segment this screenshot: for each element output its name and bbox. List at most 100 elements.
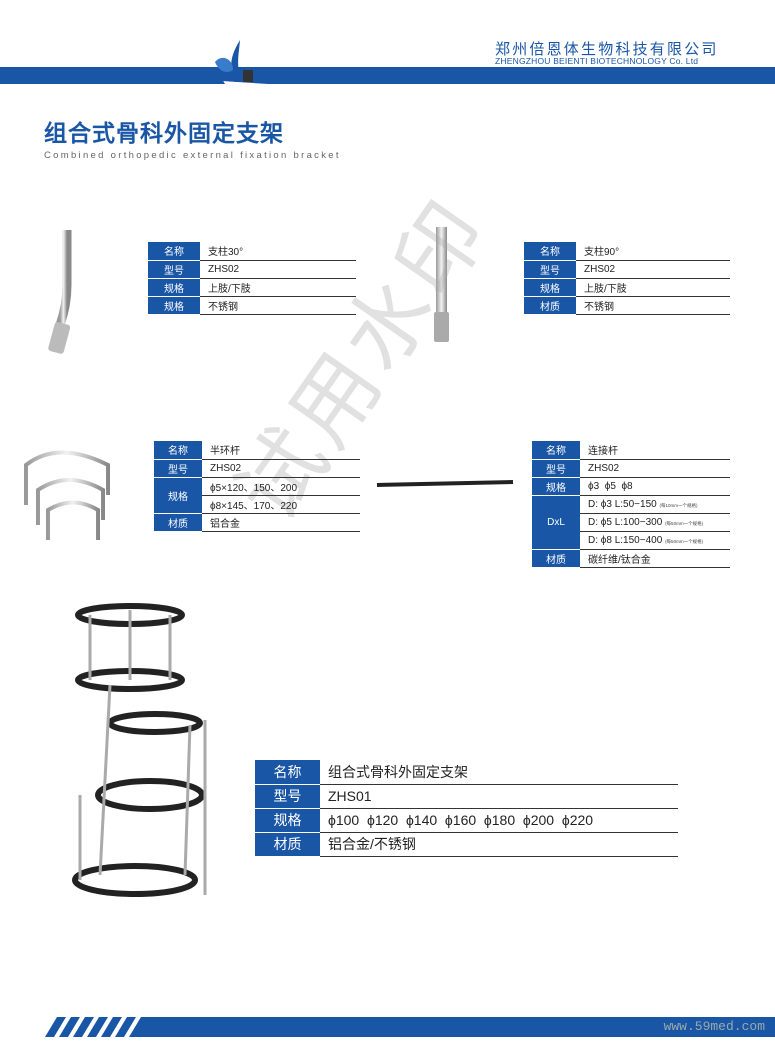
spec-note: (每50mm一个规格) [665,538,704,544]
spec-value-text: D: ϕ5 L:100−300 [588,516,663,528]
spec-value: 铝合金/不锈钢 [320,832,678,857]
product-image-post-30 [48,230,72,354]
spec-value: 铝合金 [202,513,360,532]
footer-band [132,1017,775,1037]
spec-value-text: 铝合金 [210,518,240,530]
product-image-connecting-rod [376,480,514,487]
spec-value-text: ZHS02 [588,462,620,474]
spec-value: ZHS02 [576,260,730,279]
spec-value: 上肢/下肢 [200,278,356,297]
product-image-fixation-frame [72,603,207,897]
spec-row: 材质铝合金 [154,513,360,532]
spec-value: ZHS01 [320,784,678,809]
spec-label: 型号 [532,459,580,478]
spec-label: DxL [532,495,580,550]
spec-row: 规格上肢/下肢 [524,278,730,297]
spec-value-text: 不锈钢 [208,301,238,313]
spec-row: 规格 ϕ3 ϕ5 ϕ8 [532,477,730,496]
spec-row: 型号 ZHS02 [524,260,730,279]
spec-label: 名称 [148,242,200,261]
spec-row: ϕ8×145、170、220 [154,495,360,514]
spec-label: 规格 [524,278,576,297]
spec-value: ϕ8×145、170、220 [202,495,360,514]
spec-value-text: 铝合金/不锈钢 [328,836,416,852]
spec-label: 名称 [532,441,580,460]
spec-label: 材质 [532,549,580,568]
footer-stripe [87,1017,108,1037]
page-title: 组合式骨科外固定支架 [44,121,284,147]
spec-value-text: ϕ3 ϕ5 ϕ8 [588,480,633,492]
spec-value-text: ϕ5×120、150、200 [210,482,298,494]
spec-note: (每10mm一个规格) [659,502,698,508]
footer-stripe [59,1017,80,1037]
spec-value-text: ϕ8×145、170、220 [210,500,298,512]
spec-row: 名称半环杆 [154,441,360,460]
spec-value: ZHS02 [200,260,356,279]
spec-value: 支柱30° [200,242,356,261]
spec-row: 型号 ZHS02 [154,459,360,478]
company-name-cn: 郑州倍恩体生物科技有限公司 [495,40,719,58]
spec-value-text: ZHS02 [210,462,242,474]
spec-row: 材质碳纤维/钛合金 [532,549,730,568]
spec-label: 材质 [524,296,576,315]
spec-label: 型号 [524,260,576,279]
spec-label: 型号 [154,459,202,478]
spec-value-text: 支柱90° [584,247,620,259]
spec-row: 名称连接杆 [532,441,730,460]
page-subtitle: Combined orthopedic external fixation br… [44,150,341,161]
website-url: www.59med.com [663,1019,765,1034]
footer-stripe [101,1017,122,1037]
spec-value-text: 上肢/下肢 [208,283,251,295]
spec-row: 材质铝合金/不锈钢 [255,832,678,857]
spec-value-text: ZHS01 [328,788,372,804]
spec-value: ϕ100 ϕ120 ϕ140 ϕ160 ϕ180 ϕ200 ϕ220 [320,808,678,833]
spec-row: 名称支柱30° [148,242,356,261]
spec-label: 名称 [524,242,576,261]
spec-value: 支柱90° [576,242,730,261]
spec-value: D: ϕ5 L:100−300 (每50mm一个规格) [580,513,730,532]
spec-label: 规格 [532,477,580,496]
spec-label: 名称 [255,760,320,785]
spec-value-text: 组合式骨科外固定支架 [328,763,468,780]
spec-value-text: 支柱30° [208,247,244,259]
spec-value-text: D: ϕ3 L:50−150 [588,498,657,510]
spec-row: 规格不锈钢 [148,296,356,315]
product-image-post-90 [434,227,449,342]
spec-value: ZHS02 [202,459,360,478]
spec-value: ZHS02 [580,459,730,478]
spec-row: 名称支柱90° [524,242,730,261]
spec-row: 材质不锈钢 [524,296,730,315]
header-band [0,67,775,84]
spec-value-text: 不锈钢 [584,301,614,313]
footer-stripes [45,1017,150,1037]
spec-value: 不锈钢 [200,296,356,315]
spec-value-text: 上肢/下肢 [584,283,627,295]
spec-value: 上肢/下肢 [576,278,730,297]
spec-value-text: 连接杆 [588,446,618,458]
company-logo [215,40,253,82]
footer-stripe [73,1017,94,1037]
spec-row: 型号 ZHS02 [532,459,730,478]
spec-label: 名称 [154,441,202,460]
spec-value: 组合式骨科外固定支架 [320,760,678,785]
spec-value-text: ZHS02 [584,263,616,275]
spec-value-text: 半环杆 [210,446,240,458]
spec-label: 型号 [148,260,200,279]
spec-row: D: ϕ8 L:150−400 (每50mm一个规格) [532,531,730,550]
spec-label: 规格 [148,278,200,297]
spec-value: D: ϕ8 L:150−400 (每50mm一个规格) [580,531,730,550]
spec-value: D: ϕ3 L:50−150 (每10mm一个规格) [580,495,730,514]
spec-value: 连接杆 [580,441,730,460]
spec-value-text: ϕ100 ϕ120 ϕ140 ϕ160 ϕ180 ϕ200 ϕ220 [328,812,594,828]
spec-row: 名称组合式骨科外固定支架 [255,760,678,785]
